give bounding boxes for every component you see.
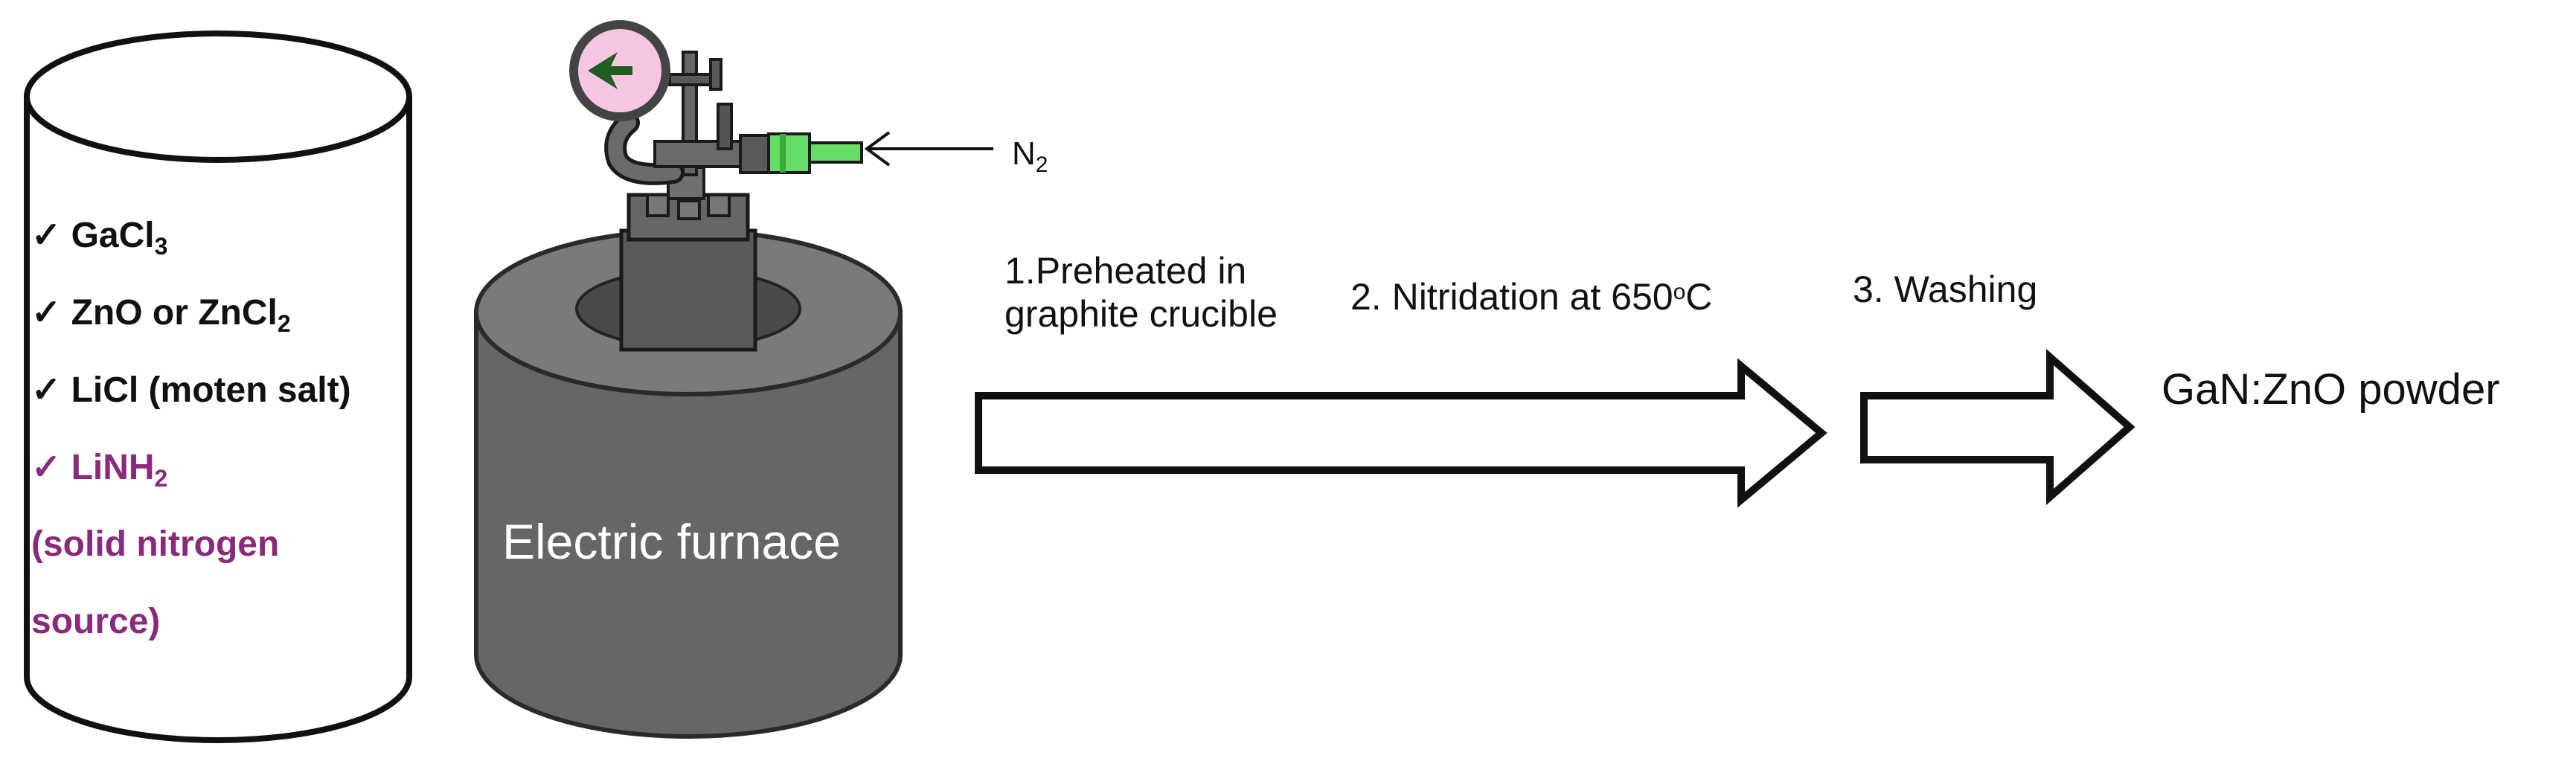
gauge-valve-assembly — [569, 20, 863, 185]
check-icon: ✓ — [31, 448, 62, 487]
ingredient-note-line2: source) — [31, 602, 161, 641]
ingredient-linh2: ✓ LiNH2 — [31, 446, 167, 490]
furnace-label: Electric furnace — [502, 514, 841, 569]
valve-cross — [668, 73, 712, 86]
process-arrow-1 — [975, 358, 1827, 508]
step-2-unit: C — [1685, 276, 1713, 318]
reactor-vessel — [619, 166, 757, 352]
nitrogen-arrow-head — [864, 131, 891, 167]
process-arrow-2 — [1860, 348, 2136, 506]
green-fitting — [767, 132, 811, 174]
nitrogen-label: N2 — [1012, 135, 1048, 178]
gauge-needle-bar — [603, 66, 632, 75]
ingredient-licl: ✓ LiCl (moten salt) — [31, 369, 351, 411]
ingredient-text: ZnO or ZnCl — [71, 293, 278, 333]
reactor-bolt — [677, 199, 701, 220]
ingredient-text: LiNH — [71, 448, 155, 487]
pipe-nut — [739, 134, 770, 174]
ingredient-note-line1: (solid nitrogen — [31, 524, 280, 564]
reactor-lower-body — [619, 228, 757, 352]
container-body — [24, 97, 412, 743]
ingredient-subscript: 2 — [277, 310, 291, 337]
product-label: GaN:ZnO powder — [2162, 365, 2500, 414]
ingredient-subscript: 3 — [154, 233, 168, 260]
check-icon: ✓ — [31, 370, 62, 410]
nitrogen-subscript: 2 — [1035, 152, 1048, 177]
nitrogen-symbol: N — [1012, 135, 1036, 172]
raw-material-container — [24, 31, 412, 743]
step-2-text: 2. Nitridation at 650 — [1351, 276, 1673, 318]
valve-knob — [709, 58, 723, 91]
degree-symbol: o — [1673, 280, 1686, 304]
container-top-ellipse — [24, 31, 412, 163]
reactor-bolt — [646, 193, 670, 217]
step-1-line-2: graphite crucible — [1005, 293, 1278, 335]
check-icon: ✓ — [31, 293, 62, 333]
ingredient-gacl3: ✓ GaCl3 — [31, 214, 167, 258]
pipe-nut — [717, 103, 733, 150]
ingredient-text: GaCl — [71, 216, 155, 255]
furnace-body — [474, 310, 903, 739]
check-icon: ✓ — [31, 216, 62, 255]
ingredient-zno-zncl2: ✓ ZnO or ZnCl2 — [31, 292, 291, 336]
green-nozzle — [808, 141, 863, 164]
step-1-label: 1.Preheated in graphite crucible — [1005, 249, 1278, 336]
reactor-bolt — [707, 193, 731, 217]
step-2-label: 2. Nitridation at 650oC — [1351, 275, 1712, 318]
ingredient-text: LiCl (moten salt) — [71, 370, 351, 410]
nitrogen-inlet-arrow — [864, 131, 993, 167]
step-1-line-1: 1.Preheated in — [1005, 250, 1247, 292]
green-fitting-band — [780, 134, 786, 173]
pipe-elbow-inner — [608, 115, 681, 182]
ingredient-subscript: 2 — [154, 465, 168, 492]
step-3-label: 3. Washing — [1853, 269, 2038, 310]
